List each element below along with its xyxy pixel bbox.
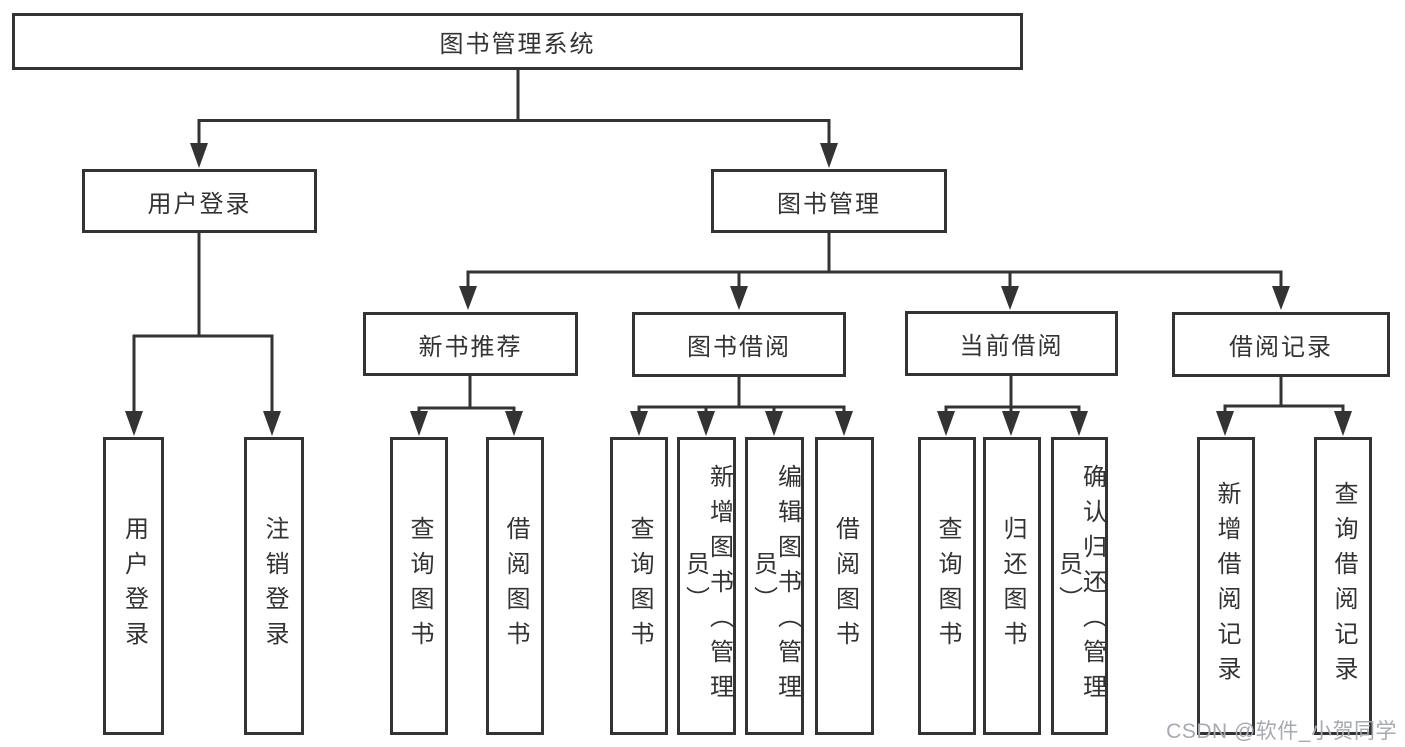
leaf-query-book-borrowing: 查询图书 [610,437,668,735]
node-borrowing-records: 借阅记录 [1172,312,1390,377]
node-library-management-system: 图书管理系统 [12,13,1023,70]
csdn-watermark: CSDN @软件_小贺同学 [1166,720,1397,743]
leaf-user-login: 用户登录 [103,437,164,735]
leaf-query-borrow-record: 查询借阅记录 [1314,437,1372,735]
leaf-edit-book-admin: 编辑图书（管理员） [745,437,804,735]
node-current-borrowing: 当前借阅 [905,311,1118,376]
leaf-add-borrow-record: 新增借阅记录 [1197,437,1255,735]
leaf-return-book: 归还图书 [983,437,1041,735]
node-book-management: 图书管理 [711,169,947,233]
leaf-borrow-book-borrowing: 借阅图书 [815,437,874,735]
leaf-add-book-admin: 新增图书（管理员） [677,437,736,735]
leaf-query-book-recommend: 查询图书 [390,437,448,735]
node-book-borrowing: 图书借阅 [632,312,846,377]
leaf-confirm-return-admin: 确认归还（管理员） [1051,437,1108,735]
leaf-borrow-book-recommend: 借阅图书 [486,437,544,735]
leaf-query-book-current: 查询图书 [918,437,976,735]
leaf-logout-login: 注销登录 [244,437,304,735]
node-new-book-recommend: 新书推荐 [363,312,578,376]
node-user-login: 用户登录 [82,169,317,233]
